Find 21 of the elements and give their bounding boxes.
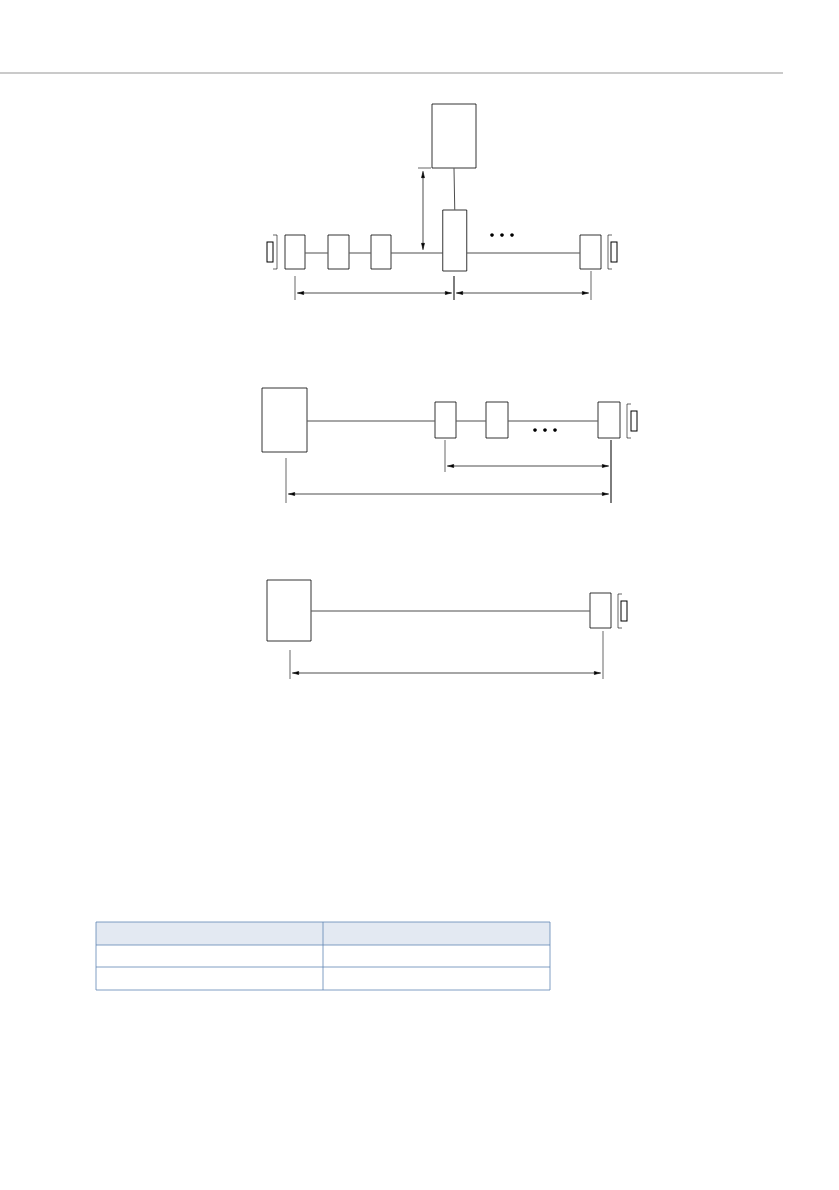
device-box xyxy=(284,234,306,270)
connecting-line xyxy=(349,252,371,254)
device-box xyxy=(589,592,612,629)
device-box xyxy=(431,103,477,169)
device-box xyxy=(261,387,308,453)
connecting-line xyxy=(307,420,435,422)
device-box xyxy=(597,401,621,439)
connecting-line xyxy=(508,420,598,422)
device-box xyxy=(442,209,468,272)
connecting-line xyxy=(305,252,328,254)
device-box xyxy=(434,401,457,439)
device-box xyxy=(485,401,509,439)
connecting-line xyxy=(453,168,456,210)
device-box xyxy=(327,234,350,270)
connecting-line xyxy=(311,610,590,612)
device-box xyxy=(579,234,602,270)
connecting-line xyxy=(456,420,486,422)
device-box xyxy=(370,234,392,270)
connecting-line xyxy=(391,252,443,254)
connecting-line xyxy=(466,252,580,254)
device-box xyxy=(266,579,312,642)
